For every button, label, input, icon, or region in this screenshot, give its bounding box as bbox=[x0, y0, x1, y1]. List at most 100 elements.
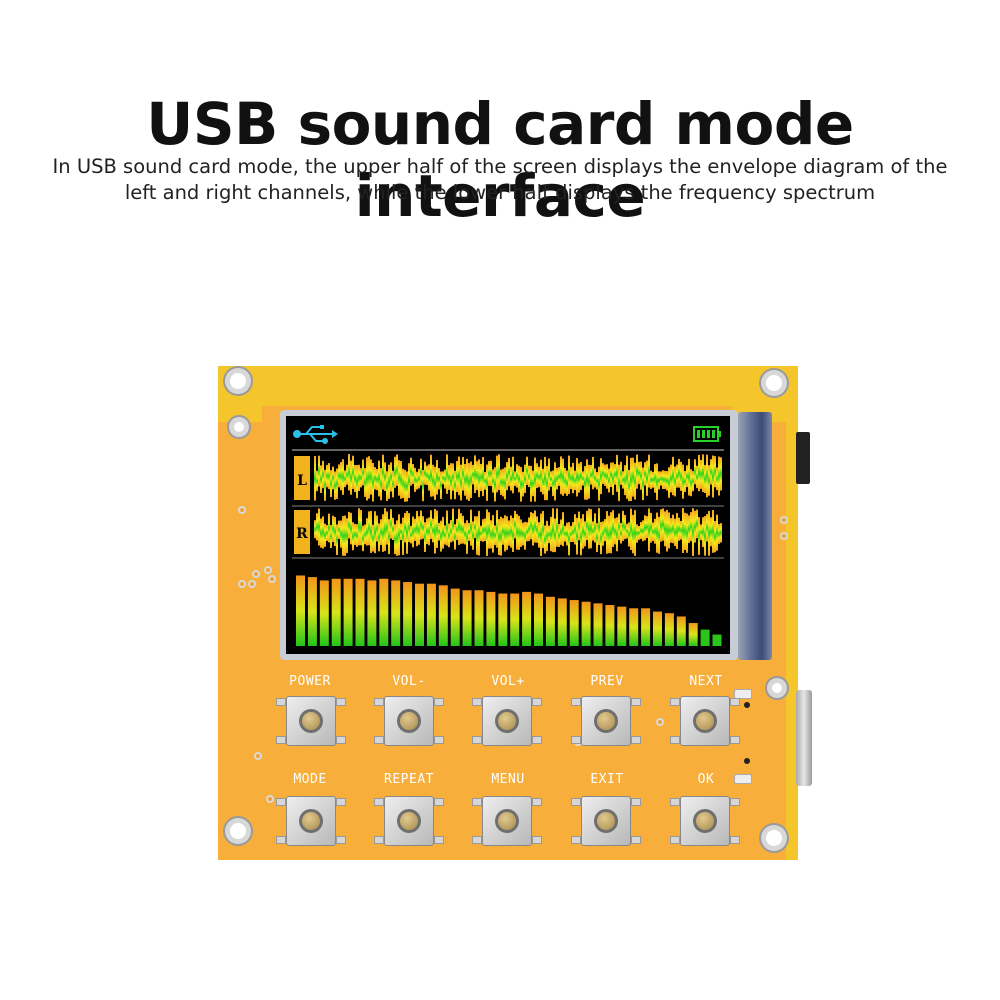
envelope-sample bbox=[498, 454, 500, 491]
envelope-sample bbox=[506, 462, 508, 491]
envelope-sample bbox=[492, 469, 494, 493]
envelope-sample bbox=[630, 457, 632, 502]
envelope-sample bbox=[348, 454, 350, 491]
switch-pin bbox=[631, 798, 641, 806]
envelope-sample bbox=[422, 516, 424, 539]
envelope-sample bbox=[544, 525, 546, 554]
envelope-sample bbox=[482, 457, 484, 497]
switch-pin bbox=[532, 836, 542, 844]
envelope-sample bbox=[472, 464, 474, 485]
envelope-sample bbox=[690, 512, 692, 542]
spectrum-bar bbox=[498, 593, 508, 646]
envelope-sample bbox=[610, 512, 612, 554]
spectrum-bar bbox=[700, 629, 710, 646]
envelope-sample bbox=[448, 464, 450, 490]
channel-label-r: R bbox=[296, 526, 308, 542]
envelope-sample bbox=[616, 517, 618, 552]
menu-button[interactable] bbox=[472, 790, 542, 850]
envelope-sample bbox=[442, 516, 444, 549]
envelope-sample bbox=[540, 513, 542, 556]
envelope-sample bbox=[570, 525, 572, 543]
ok-button[interactable] bbox=[670, 790, 740, 850]
spectrum-bar bbox=[355, 578, 365, 646]
envelope-sample bbox=[548, 525, 550, 544]
envelope-sample bbox=[604, 464, 606, 486]
envelope-sample bbox=[452, 463, 454, 491]
envelope-sample bbox=[648, 454, 650, 488]
repeat-button[interactable] bbox=[374, 790, 444, 850]
envelope-sample bbox=[496, 510, 498, 548]
envelope-sample bbox=[326, 464, 328, 488]
prev-button[interactable] bbox=[571, 690, 641, 750]
envelope-sample bbox=[338, 464, 340, 488]
vol-plus-button[interactable] bbox=[472, 690, 542, 750]
envelope-sample bbox=[328, 513, 330, 543]
envelope-sample bbox=[360, 468, 362, 488]
envelope-sample bbox=[632, 514, 634, 554]
envelope-sample bbox=[462, 456, 464, 491]
switch-cap bbox=[696, 812, 714, 830]
spectrum-bar bbox=[296, 575, 305, 646]
envelope-sample bbox=[654, 463, 656, 493]
channel-label-l: L bbox=[297, 473, 307, 489]
envelope-sample bbox=[588, 464, 590, 499]
envelope-sample bbox=[660, 509, 662, 542]
spectrum-bar bbox=[534, 593, 543, 646]
exit-button[interactable] bbox=[571, 790, 641, 850]
next-button[interactable] bbox=[670, 690, 740, 750]
spectrum-bar bbox=[367, 580, 377, 646]
right-channel-envelope bbox=[314, 508, 722, 556]
envelope-sample bbox=[666, 471, 668, 491]
envelope-sample bbox=[416, 471, 418, 490]
spectrum-bar bbox=[391, 580, 401, 646]
envelope-sample bbox=[646, 460, 648, 496]
switch-cap bbox=[597, 712, 615, 730]
envelope-sample bbox=[708, 511, 710, 556]
usb-icon bbox=[293, 425, 338, 444]
envelope-sample bbox=[456, 460, 458, 493]
envelope-sample bbox=[388, 519, 390, 555]
envelope-sample bbox=[332, 466, 334, 490]
switch-cap bbox=[498, 712, 516, 730]
envelope-sample bbox=[566, 522, 568, 546]
envelope-sample bbox=[614, 464, 616, 485]
switch-body bbox=[384, 796, 434, 846]
envelope-sample bbox=[452, 508, 454, 542]
smd-component bbox=[744, 758, 750, 764]
envelope-sample bbox=[318, 455, 320, 487]
spectrum-bar bbox=[438, 585, 448, 646]
mode-button[interactable] bbox=[276, 790, 346, 850]
battery-icon bbox=[693, 426, 721, 442]
envelope-sample bbox=[490, 520, 492, 549]
switch-pin bbox=[730, 698, 740, 706]
envelope-sample bbox=[714, 520, 716, 553]
envelope-sample bbox=[528, 517, 530, 542]
envelope-sample bbox=[654, 518, 656, 544]
envelope-sample bbox=[570, 466, 572, 490]
power-button[interactable] bbox=[276, 690, 346, 750]
envelope-sample bbox=[662, 508, 664, 541]
envelope-sample bbox=[606, 464, 608, 489]
envelope-sample bbox=[502, 518, 504, 545]
envelope-sample bbox=[382, 454, 384, 490]
envelope-sample bbox=[652, 471, 654, 488]
envelope-sample bbox=[602, 463, 604, 485]
envelope-sample bbox=[592, 521, 594, 541]
envelope-sample bbox=[418, 468, 420, 489]
status-led bbox=[734, 689, 752, 699]
envelope-sample bbox=[674, 466, 676, 497]
envelope-sample bbox=[584, 521, 586, 547]
vol-minus-button[interactable] bbox=[374, 690, 444, 750]
envelope-sample bbox=[712, 455, 714, 498]
envelope-sample bbox=[470, 461, 472, 499]
envelope-sample bbox=[374, 467, 376, 490]
envelope-sample bbox=[410, 457, 412, 486]
envelope-sample bbox=[424, 522, 426, 552]
switch-body bbox=[581, 696, 631, 746]
envelope-sample bbox=[460, 513, 462, 544]
envelope-sample bbox=[488, 512, 490, 549]
envelope-sample bbox=[450, 463, 452, 500]
envelope-sample bbox=[518, 515, 520, 550]
envelope-sample bbox=[600, 522, 602, 555]
envelope-sample bbox=[612, 510, 614, 547]
